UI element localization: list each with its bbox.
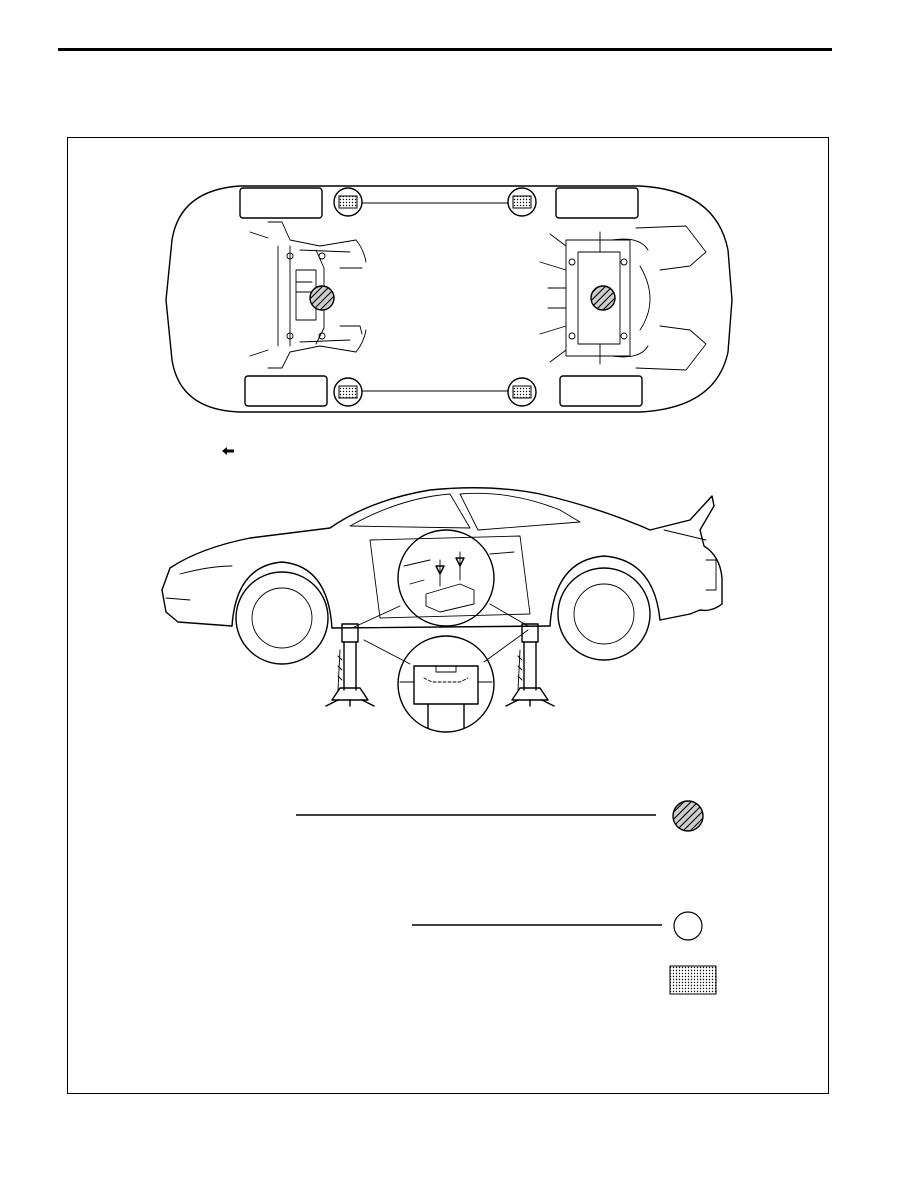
rear-jack-point [590, 285, 616, 311]
dotted-square-icon [669, 965, 717, 995]
jack-stand-icon-rear [505, 623, 555, 707]
support-point-fl [333, 187, 363, 217]
detail-jack-point [397, 529, 495, 627]
detail-stand-saddle [397, 635, 495, 733]
support-point-rl [507, 187, 537, 217]
legend [296, 800, 717, 995]
support-point-fr [333, 377, 363, 407]
car-side-outline [161, 487, 723, 615]
rear-suspension [539, 225, 707, 371]
support-point-rr [507, 377, 537, 407]
hatched-circle-icon [672, 800, 704, 832]
rear-wheel [557, 567, 651, 661]
tire-front-left [239, 187, 323, 219]
jack-stand-icon [325, 623, 375, 707]
front-jack-point [309, 285, 335, 311]
car-body-outline [165, 185, 733, 413]
left-arrow-icon [222, 447, 234, 455]
tire-rear-left [555, 187, 639, 219]
tire-front-right [244, 375, 328, 407]
side-view-diagram [161, 487, 723, 733]
top-view-diagram [165, 185, 733, 455]
open-circle-icon [673, 911, 703, 941]
front-crossmember [249, 221, 367, 369]
header-rule [58, 48, 832, 51]
figure-frame [67, 137, 829, 1094]
front-wheel [235, 571, 329, 665]
tire-rear-right [559, 375, 643, 407]
